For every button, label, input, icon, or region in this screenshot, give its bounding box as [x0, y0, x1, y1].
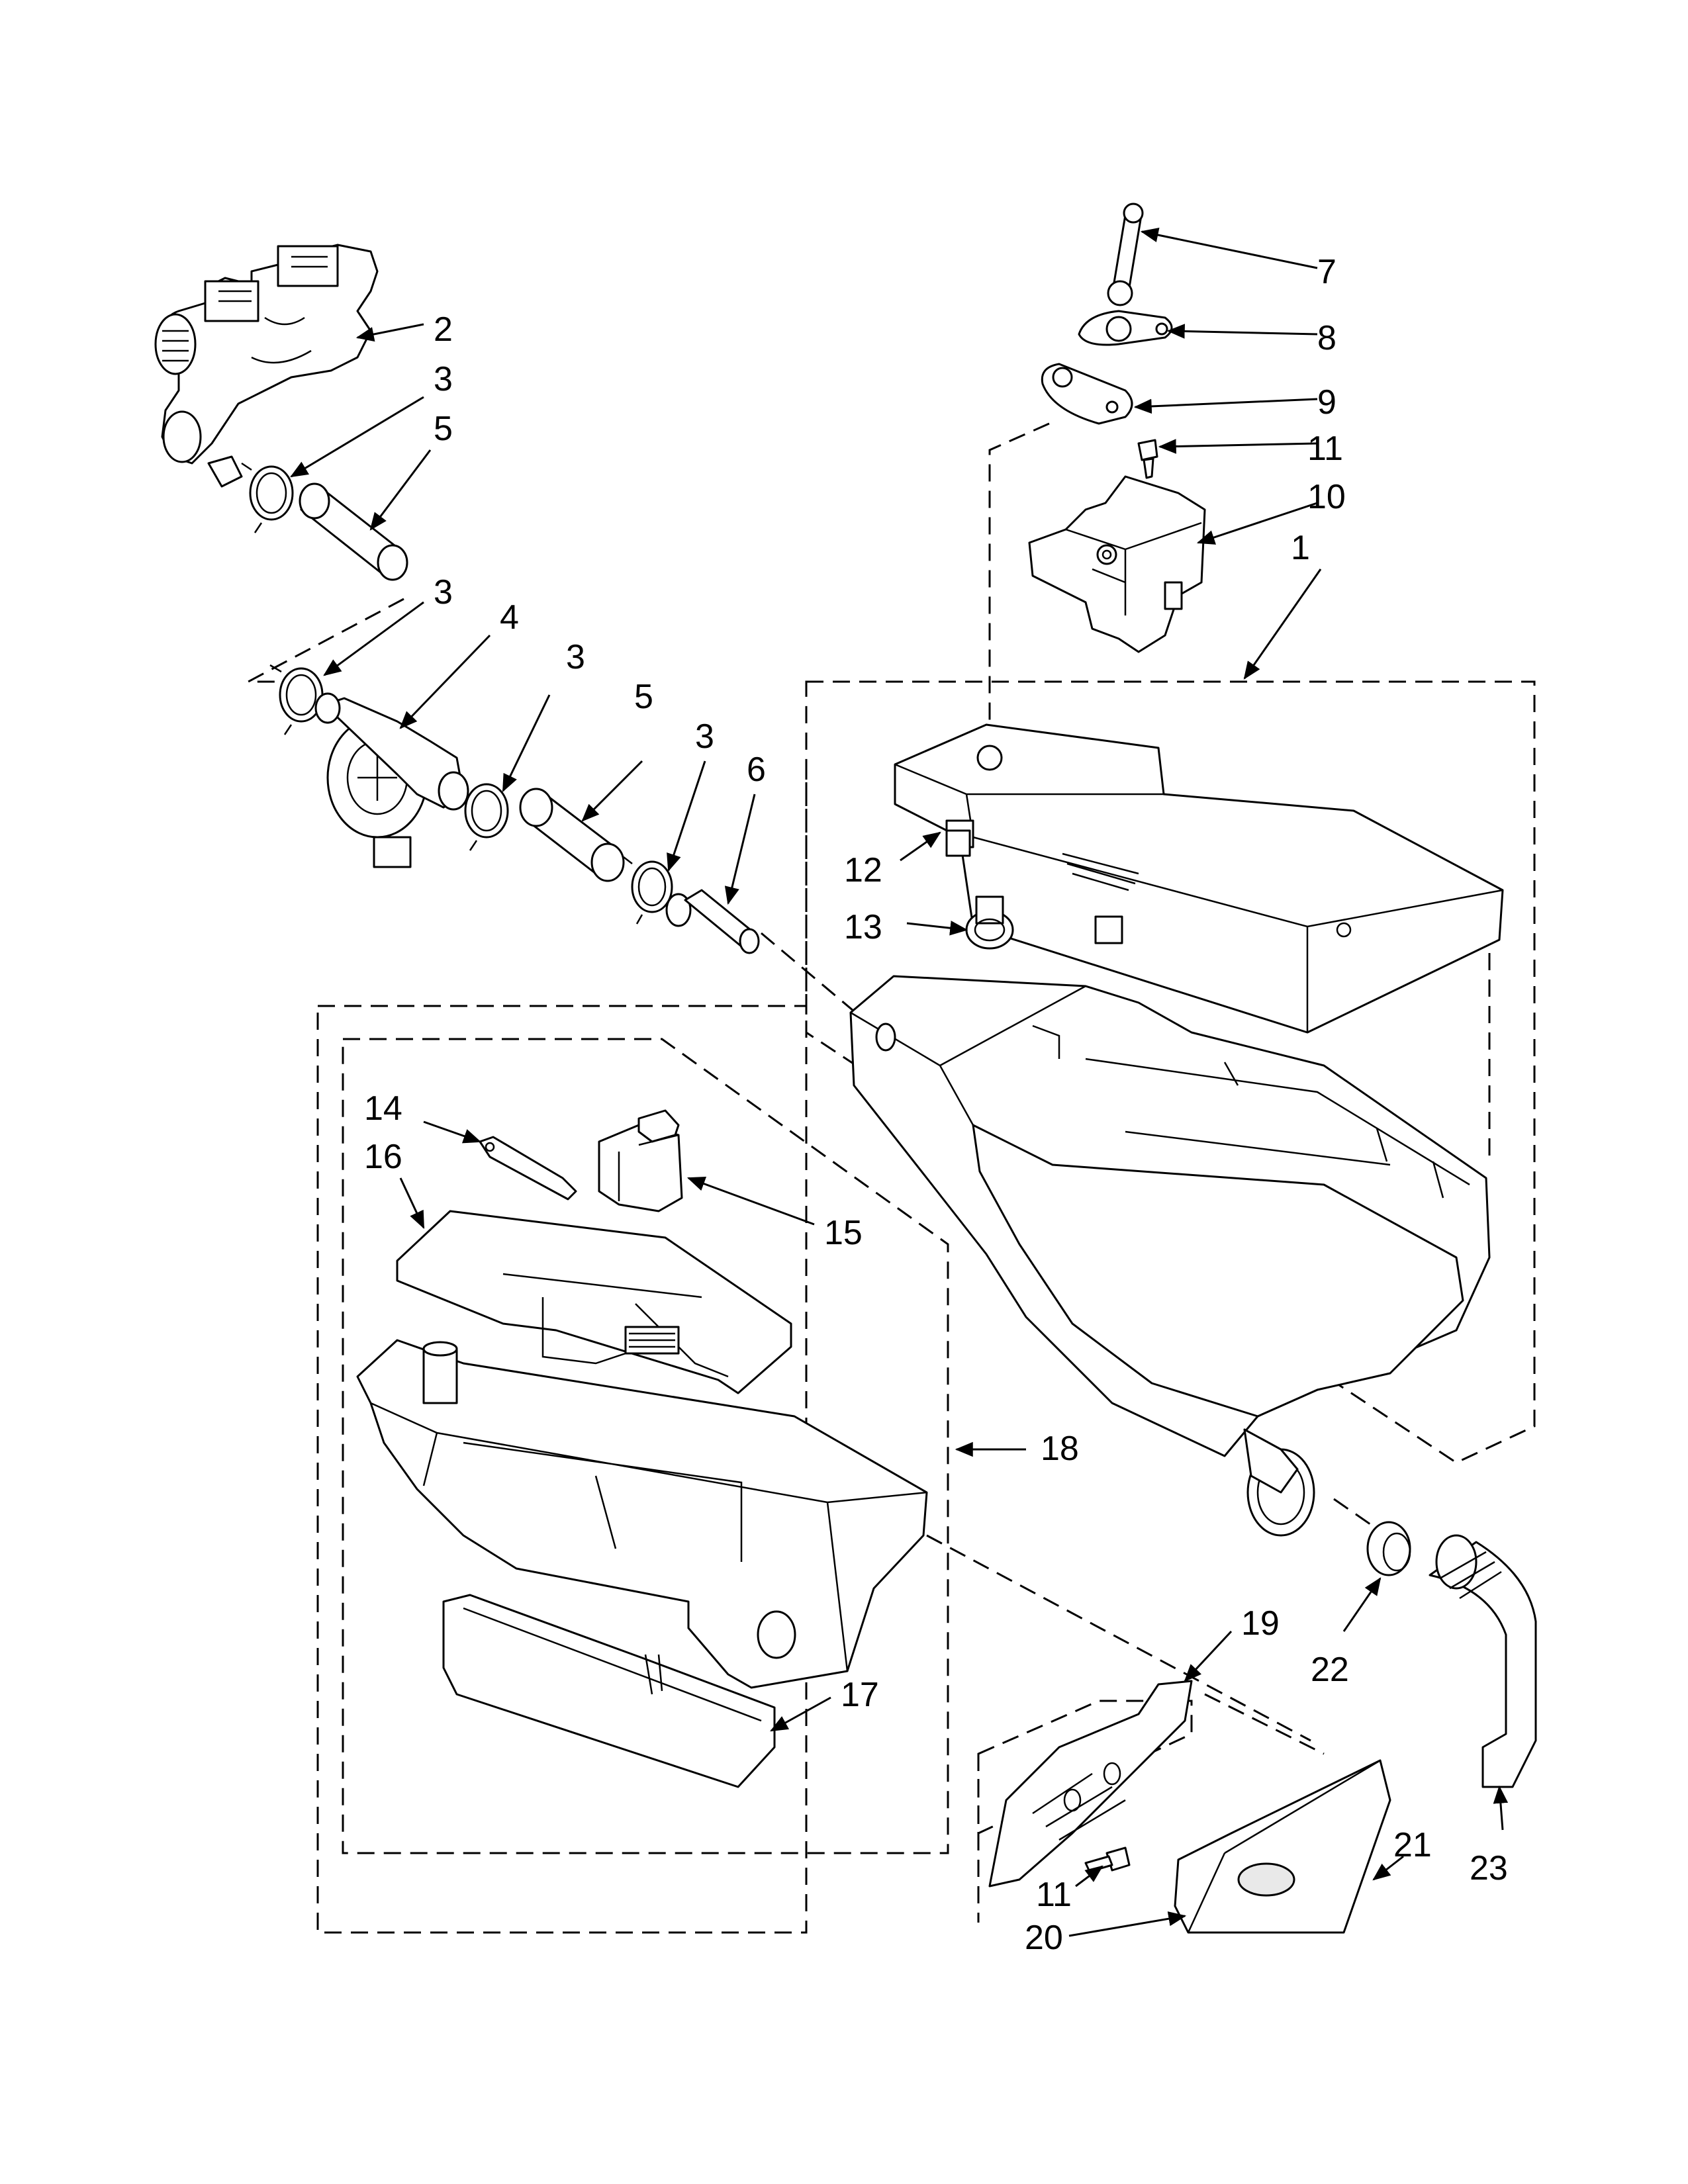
callout-10: 10 [1307, 478, 1346, 516]
hose-clamp-lower-right [623, 856, 673, 925]
callout-12: 12 [844, 851, 882, 889]
callout-labels: 1 2 3 5 3 4 3 5 3 6 7 8 9 11 10 12 13 14… [364, 253, 1508, 1957]
callout-3: 3 [434, 360, 453, 398]
panel-badge [1237, 1862, 1295, 1897]
callout-4: 4 [500, 598, 519, 637]
hose-clamp-lower-left [456, 780, 509, 851]
outlet-alignment-line [1333, 1498, 1378, 1530]
hose-clamp-upper [241, 462, 294, 533]
callout-23: 23 [1470, 1849, 1508, 1888]
bleach-cartridge [598, 1109, 683, 1212]
callout-3: 3 [566, 638, 585, 676]
drawer-lever [479, 1136, 577, 1201]
callout-21: 21 [1393, 1826, 1432, 1864]
hose-upper [299, 482, 408, 581]
callout-7: 7 [1317, 253, 1336, 291]
drawer-subassembly-boundary [342, 1038, 949, 1854]
callout-5: 5 [634, 678, 653, 716]
callout-18: 18 [1041, 1430, 1079, 1468]
callout-11: 11 [1307, 430, 1343, 468]
drawer-panel-alignment-line [926, 1534, 1311, 1742]
screw-lower [1084, 1846, 1131, 1873]
hose-lower [519, 788, 625, 882]
actuator-motor [1028, 475, 1206, 653]
callout-5: 5 [434, 410, 453, 448]
callout-9: 9 [1317, 383, 1336, 422]
callout-19: 19 [1241, 1604, 1280, 1643]
screw-upper [1137, 439, 1158, 479]
callout-1: 1 [1291, 529, 1310, 567]
callout-11: 11 [1036, 1876, 1072, 1914]
callout-15: 15 [824, 1214, 863, 1252]
panel-front-alignment-line [1204, 1693, 1325, 1755]
callout-8: 8 [1317, 319, 1336, 357]
leader-lines [290, 228, 1509, 1937]
callout-6: 6 [747, 751, 766, 789]
callout-16: 16 [364, 1138, 402, 1176]
cover-clip [945, 829, 971, 857]
valve-hose-alignment-line [248, 598, 404, 683]
panel-bracket [988, 1680, 1193, 1888]
water-inlet-valve [154, 244, 379, 488]
outlet-grommet [1366, 1521, 1411, 1576]
drawer-lid [396, 1210, 792, 1394]
callout-3: 3 [695, 717, 714, 756]
actuator-alignment-line-left [988, 422, 1050, 728]
drawer-front-strip [442, 1594, 776, 1788]
callout-13: 13 [844, 908, 882, 946]
dispenser-drawer-group-boundary [316, 768, 808, 1934]
outlet-elbow-hose [1429, 1534, 1537, 1788]
dispenser-housing [849, 975, 1491, 1537]
callout-17: 17 [841, 1676, 879, 1714]
callout-20: 20 [1025, 1919, 1063, 1957]
cam-plate [1078, 310, 1173, 346]
callout-22: 22 [1311, 1651, 1349, 1689]
gasket-plate [1041, 363, 1133, 425]
callout-14: 14 [364, 1089, 402, 1128]
dispenser-drawer [356, 1339, 928, 1689]
callout-3: 3 [434, 573, 453, 612]
drawer-front-panel [1174, 1759, 1391, 1934]
vent-cap [965, 895, 1014, 950]
inlet-tee-fitting [314, 692, 469, 868]
nozzle-tube [665, 889, 760, 954]
hose-clamp-middle [269, 664, 324, 735]
callout-2: 2 [434, 310, 453, 349]
linkage-arm [1107, 203, 1144, 306]
